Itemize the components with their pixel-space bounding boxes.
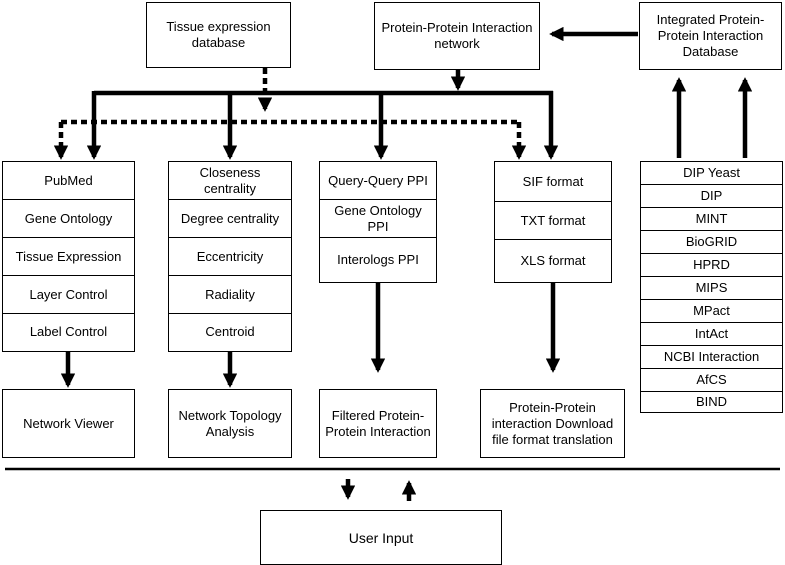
ppi-network-box: Protein-Protein Interaction network (374, 2, 540, 70)
list-item: PubMed (3, 162, 134, 200)
list-item: Interologs PPI (337, 251, 419, 267)
network-topology-analysis-label: Network Topology Analysis (178, 407, 282, 439)
list-item: Eccentricity (169, 238, 291, 276)
list-item: Tissue Expression (3, 238, 134, 276)
integrated-ppi-database-box: Integrated Protein-Protein Interaction D… (639, 2, 782, 70)
integrated-ppi-database-label: Integrated Protein-Protein Interaction D… (656, 12, 765, 59)
list-item: Gene Ontology PPI (320, 200, 436, 238)
list-item: Layer Control (3, 276, 134, 314)
list-item: XLS format (520, 252, 586, 268)
network-viewer-label: Network Viewer (23, 415, 114, 431)
list-item: NCBI Interaction (641, 346, 782, 369)
list-item: BIND (695, 393, 728, 409)
filtered-ppi-box: Filtered Protein-Protein Interaction (319, 389, 437, 458)
viewer-options-panel: PubMed Gene Ontology Tissue Expression L… (2, 161, 135, 352)
list-item: MPact (641, 300, 782, 323)
tissue-expression-database-label: Tissue expression database (166, 19, 271, 50)
list-item: Degree centrality (169, 200, 291, 238)
list-item: BioGRID (641, 231, 782, 254)
list-item: Label Control (29, 324, 108, 339)
list-item: TXT format (495, 202, 611, 240)
tissue-expression-database-box: Tissue expression database (146, 2, 291, 68)
list-item: Gene Ontology (3, 200, 134, 238)
list-item: Centroid (205, 324, 255, 339)
download-translation-box: Protein-Protein interaction Download fil… (480, 389, 625, 458)
list-item: DIP (641, 185, 782, 208)
network-viewer-box: Network Viewer (2, 389, 135, 458)
list-item: MIPS (641, 277, 782, 300)
ppi-network-label: Protein-Protein Interaction network (381, 20, 533, 51)
user-input-box: User Input (260, 510, 502, 565)
ppi-filter-panel: Query-Query PPI Gene Ontology PPI Intero… (319, 161, 437, 283)
source-databases-panel: DIP Yeast DIP MINT BioGRID HPRD MIPS MPa… (640, 161, 783, 413)
user-input-label: User Input (348, 529, 414, 546)
list-item: HPRD (641, 254, 782, 277)
file-format-panel: SIF format TXT format XLS format (494, 161, 612, 283)
list-item: SIF format (495, 162, 611, 202)
network-topology-analysis-box: Network Topology Analysis (168, 389, 292, 458)
list-item: MINT (641, 208, 782, 231)
filtered-ppi-label: Filtered Protein-Protein Interaction (325, 407, 431, 439)
list-item: DIP Yeast (641, 162, 782, 185)
list-item: Closeness centrality (169, 162, 291, 200)
list-item: AfCS (641, 369, 782, 392)
download-translation-label: Protein-Protein interaction Download fil… (491, 399, 614, 447)
centrality-measures-panel: Closeness centrality Degree centrality E… (168, 161, 292, 352)
list-item: IntAct (641, 323, 782, 346)
list-item: Query-Query PPI (320, 162, 436, 200)
list-item: Radiality (169, 276, 291, 314)
